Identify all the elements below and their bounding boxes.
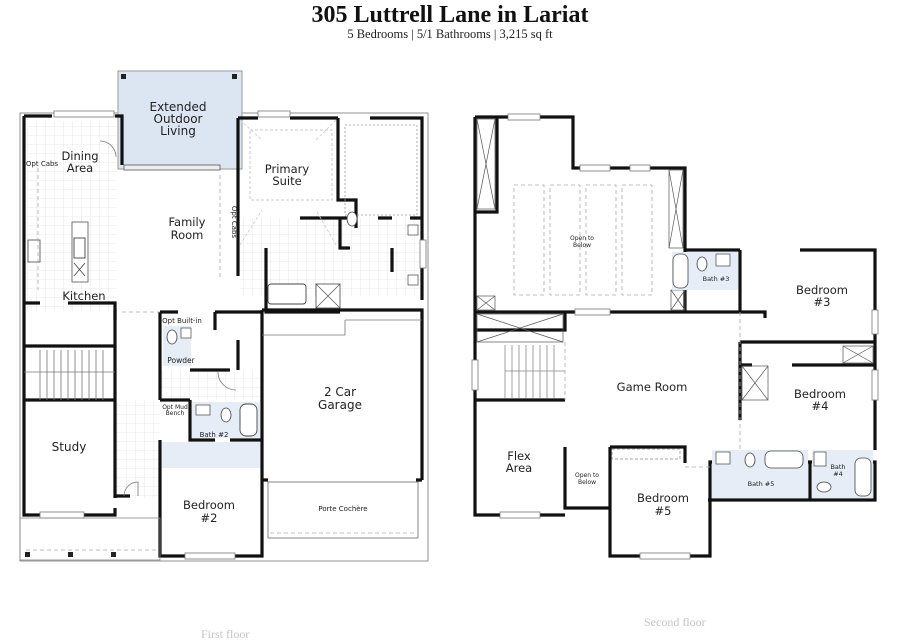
- label-game-room: Game Room: [617, 380, 688, 394]
- label-flex-area: Area: [506, 461, 532, 475]
- sink-icon: [715, 451, 731, 465]
- range-icon: [27, 239, 41, 263]
- bathtub-icon: [672, 253, 689, 289]
- label-bedroom3-num: #3: [814, 295, 831, 309]
- closet-markers: [476, 118, 874, 401]
- bathtub-icon: [267, 283, 307, 305]
- label-bedroom4-num: #4: [812, 399, 829, 413]
- first-floor-plan: Extended Outdoor Living: [19, 70, 429, 562]
- sink-icon: [180, 327, 192, 339]
- label-outdoor: Outdoor: [154, 112, 203, 126]
- label-below: Below: [573, 242, 591, 249]
- toilet-icon: [346, 211, 358, 227]
- bathtub-icon: [764, 450, 804, 469]
- bedroom2-closet-floor: [162, 442, 260, 468]
- label-bath2: Bath #2: [200, 431, 229, 439]
- label-below-small: Below: [578, 479, 596, 486]
- bathtub-icon: [239, 403, 258, 437]
- first-floor-label: First floor: [201, 627, 250, 641]
- label-open-to-small: Open to: [575, 472, 599, 479]
- primary-bath-floor: [240, 218, 420, 296]
- label-bath5: Bath #5: [748, 480, 775, 488]
- entry-floor: [115, 400, 160, 498]
- label-porte-cochere: Porte Cochère: [318, 505, 367, 513]
- label-room: Room: [171, 228, 204, 242]
- staircase: [24, 350, 115, 400]
- label-bath4: Bath: [830, 463, 845, 471]
- label-bench: Bench: [166, 410, 185, 417]
- page-title: 305 Luttrell Lane in Lariat: [311, 2, 589, 28]
- sink-icon: [715, 253, 731, 267]
- label-extended: Extended: [150, 100, 207, 114]
- label-family: Family: [168, 215, 205, 229]
- label-powder: Powder: [167, 356, 195, 365]
- label-bath4-num: #4: [833, 470, 843, 478]
- page-subtitle: 5 Bedrooms | 5/1 Bathrooms | 3,215 sq ft: [347, 27, 553, 41]
- vanity-sink-icon: [407, 274, 419, 286]
- staircase-upper: [504, 345, 565, 398]
- label-flex: Flex: [507, 449, 531, 463]
- second-floor-plan: Open to Below Bath #3 Bedroom #3 Game Ro…: [471, 113, 879, 560]
- primary-closet: [344, 124, 418, 216]
- second-floor-label: Second floor: [644, 615, 706, 629]
- label-study: Study: [52, 440, 87, 454]
- label-bedroom3: Bedroom: [796, 283, 848, 297]
- label-garage: Garage: [318, 398, 362, 412]
- toilet-icon: [166, 329, 178, 345]
- label-dining: Dining: [61, 149, 98, 163]
- porte-cochere-area: [267, 481, 419, 539]
- room-extended-outdoor-living: Extended Outdoor Living: [117, 70, 243, 170]
- label-bedroom2: Bedroom: [183, 498, 235, 512]
- sink-icon: [195, 404, 211, 416]
- sink-icon: [813, 451, 827, 467]
- label-bedroom2-num: #2: [201, 511, 218, 525]
- label-opt-cabs-kitchen: Opt Cabs: [26, 160, 59, 168]
- toilet-icon: [744, 452, 756, 468]
- toilet-icon: [816, 481, 832, 493]
- bathtub-icon: [854, 457, 872, 497]
- label-suite: Suite: [272, 174, 301, 188]
- front-porch: [19, 517, 161, 561]
- label-kitchen: Kitchen: [62, 289, 105, 303]
- toilet-icon: [696, 256, 708, 272]
- toilet-icon: [220, 407, 232, 423]
- vanity-sink-icon: [407, 224, 419, 236]
- hall-floor: [160, 370, 260, 400]
- label-bedroom5: Bedroom: [637, 491, 689, 505]
- label-living: Living: [160, 124, 196, 138]
- label-bedroom5-num: #5: [655, 504, 672, 518]
- label-opt-mud: Opt Mud: [162, 404, 188, 411]
- label-opt-cabs-family: Opt Cabs: [230, 206, 238, 239]
- label-bath3: Bath #3: [703, 275, 730, 283]
- label-open-to: Open to: [570, 235, 594, 242]
- label-primary: Primary: [265, 162, 310, 176]
- label-opt-builtin: Opt Built-in: [162, 317, 202, 325]
- label-bedroom4: Bedroom: [794, 387, 846, 401]
- label-2-car: 2 Car: [324, 385, 356, 399]
- open-to-below-panels: [513, 184, 653, 296]
- cooktop-icon: [73, 262, 86, 277]
- sink-icon: [73, 237, 86, 259]
- label-area: Area: [67, 161, 93, 175]
